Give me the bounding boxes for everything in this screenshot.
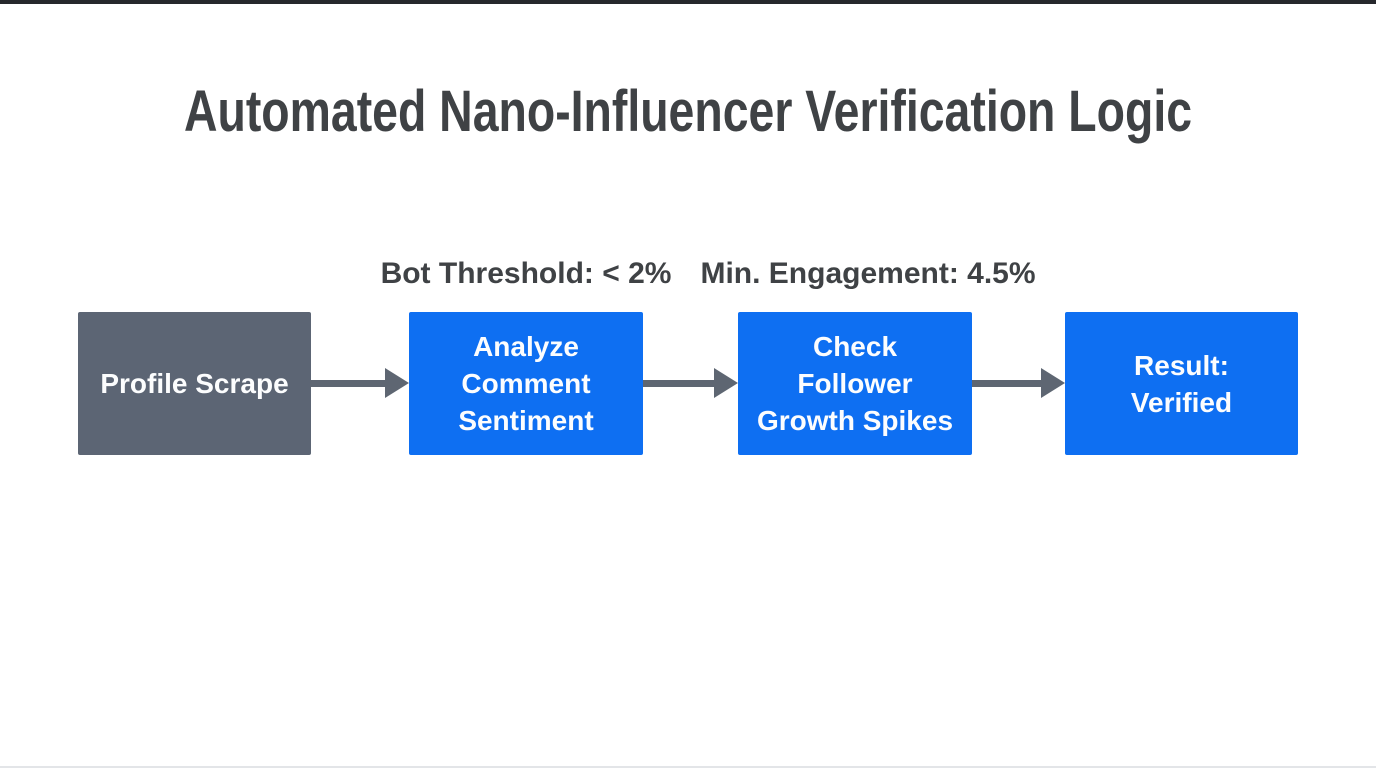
- flow-arrow-1: [310, 368, 409, 398]
- arrow-right-icon: [1041, 368, 1065, 398]
- screen-bottom-edge: [0, 766, 1376, 768]
- node-label-line: Result:: [1134, 349, 1229, 381]
- screen-top-edge: [0, 0, 1376, 4]
- flow-node-profile-scrape: Profile Scrape: [78, 312, 311, 455]
- arrow-shaft: [643, 379, 714, 387]
- annotation-bot-threshold: Bot Threshold: < 2%: [380, 257, 672, 290]
- annotation-min-engagement: Min. Engagement: 4.5%: [700, 257, 1036, 290]
- node-label-line: Profile Scrape: [100, 368, 289, 399]
- node-label-line: Verified: [1130, 386, 1233, 418]
- flow-node-result-verified: Result: Verified: [1065, 312, 1298, 455]
- flow-arrow-3: [972, 368, 1065, 398]
- node-label-line: Follower: [797, 368, 913, 399]
- node-label-line: Check: [812, 331, 898, 362]
- arrow-shaft: [972, 379, 1041, 387]
- arrow-right-icon: [385, 368, 409, 398]
- node-label: Profile Scrape: [100, 365, 288, 402]
- node-label: Check Follower Growth Spikes: [757, 328, 953, 439]
- flow-node-check-follower-growth-spikes: Check Follower Growth Spikes: [738, 312, 972, 455]
- flow-arrow-2: [643, 368, 738, 398]
- node-label-line: Sentiment: [458, 405, 594, 436]
- flow-node-analyze-comment-sentiment: Analyze Comment Sentiment: [409, 312, 643, 455]
- arrow-right-icon: [714, 368, 738, 398]
- node-label-line: Analyze: [473, 331, 579, 362]
- arrow-shaft: [310, 379, 385, 387]
- node-label-line: Growth Spikes: [756, 405, 954, 436]
- node-label-line: Comment: [461, 368, 591, 399]
- node-label: Analyze Comment Sentiment: [458, 328, 593, 439]
- page-title: Automated Nano-Influencer Verification L…: [183, 79, 1193, 144]
- node-label: Result: Verified: [1131, 347, 1232, 421]
